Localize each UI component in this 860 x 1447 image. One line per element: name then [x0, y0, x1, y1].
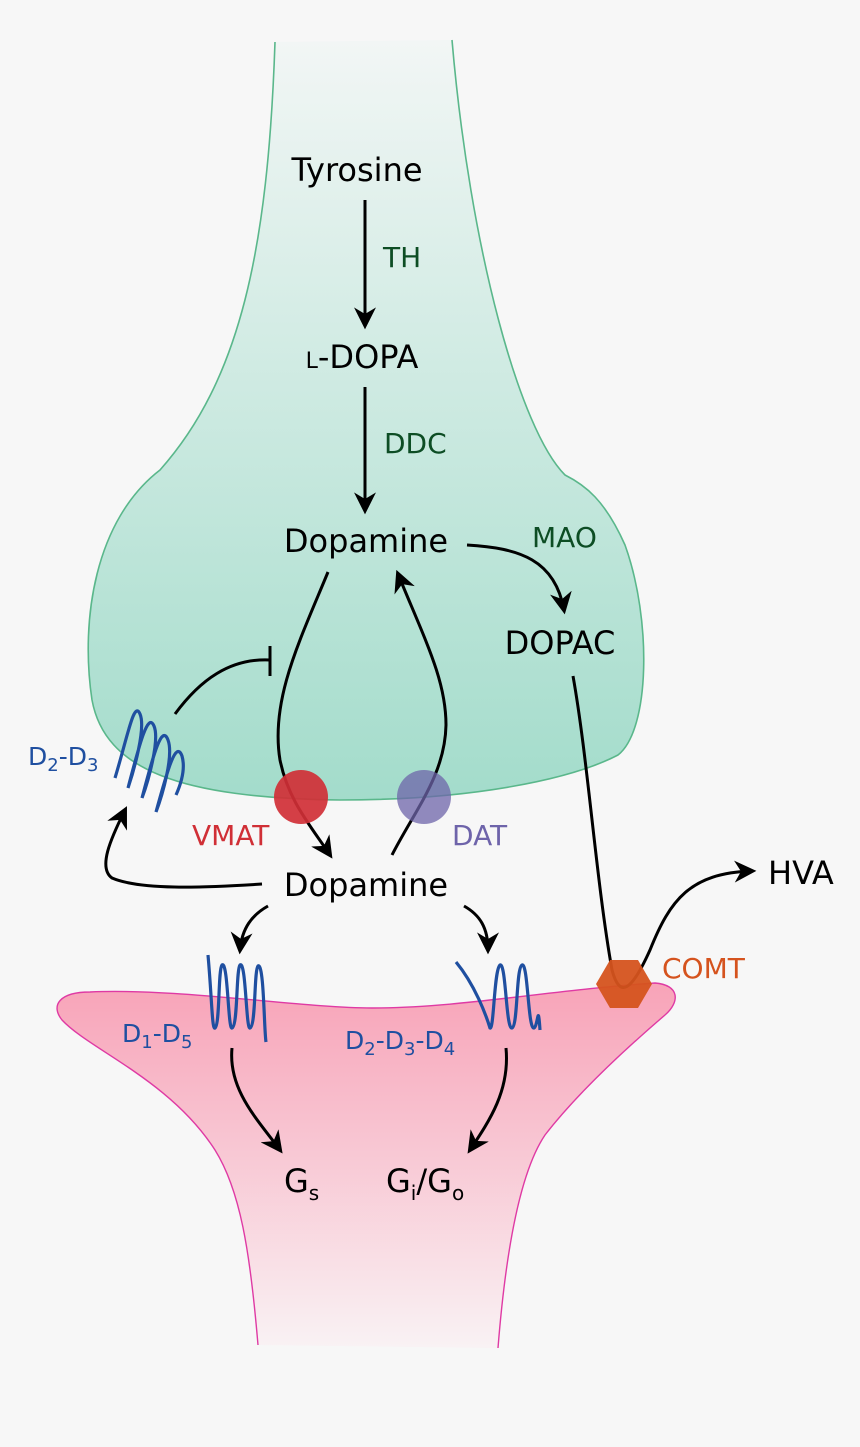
hva-label: HVA [768, 854, 834, 892]
postsynaptic-terminal [56, 982, 676, 1349]
ldopa-label: L-DOPA [306, 338, 419, 376]
d1-to-gs-arrow [230, 1047, 283, 1154]
to-d2-d4-arrow [463, 904, 499, 955]
dat-transporter [397, 770, 451, 824]
dat-label: DAT [452, 819, 508, 852]
comt-enzyme [596, 960, 652, 1008]
autoreceptor-coil [113, 709, 185, 813]
d2-d4-receptor-coil [454, 960, 542, 1031]
cleft-to-autoreceptor-arrow [104, 806, 263, 889]
dopamine-presynaptic-label: Dopamine [284, 522, 448, 560]
dopamine-to-dopac-arrow [466, 543, 572, 615]
dopac-label: DOPAC [505, 624, 616, 662]
d1-d5-label: D1-D5 [122, 1019, 192, 1053]
d2-d3-d4-label: D2-D3-D4 [345, 1026, 455, 1060]
tyrosine-label: Tyrosine [290, 151, 422, 189]
gs-label: Gs [284, 1162, 319, 1205]
d2-to-gio-arrow [467, 1047, 509, 1154]
ldopa-prefix: L [306, 349, 319, 374]
d1-d5-receptor-coil [206, 954, 268, 1043]
ddc-label: DDC [384, 427, 447, 460]
ldopa-main: -DOPA [318, 338, 419, 376]
vmat-transporter [274, 770, 328, 824]
release-arrow [276, 571, 333, 859]
gi-go-label: Gi/Go [386, 1162, 464, 1205]
th-label: TH [382, 241, 421, 274]
mao-label: MAO [532, 521, 597, 554]
autoreceptor-inhibition [173, 658, 271, 715]
dopamine-cleft-label: Dopamine [284, 866, 448, 904]
to-d1-d5-arrow [230, 904, 269, 955]
comt-label: COMT [662, 952, 746, 985]
vmat-label: VMAT [192, 819, 270, 852]
autoreceptor-label: D2-D3 [28, 742, 98, 776]
